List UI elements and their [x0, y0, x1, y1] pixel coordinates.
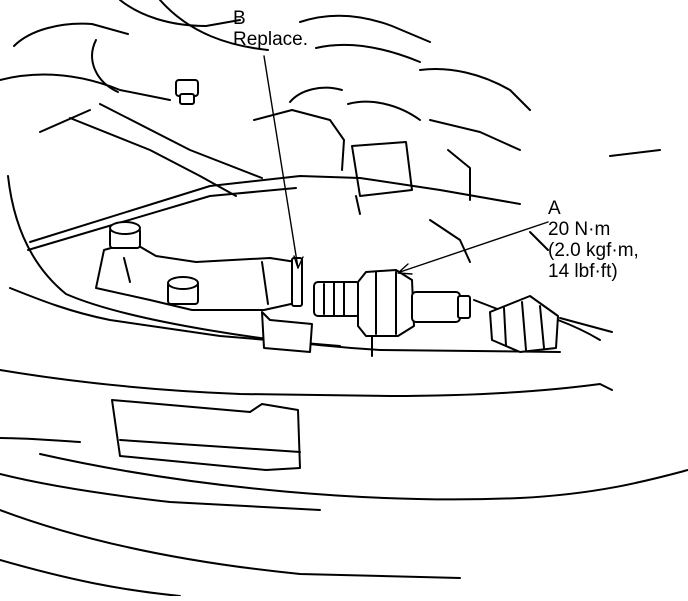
callout-b: B Replace.	[233, 8, 308, 50]
breather-tube	[175, 79, 199, 105]
callout-a-torque-nm: 20 N·m	[548, 219, 611, 240]
callout-b-letter: B	[233, 8, 246, 29]
callout-a-torque-kgf: (2.0 kgf·m,	[548, 240, 639, 261]
callout-a-letter: A	[548, 198, 561, 219]
engine-block-outline	[0, 0, 661, 201]
lower-subframe	[0, 369, 688, 597]
transmission-case-outline	[7, 175, 613, 353]
flange-bolt	[109, 221, 199, 305]
callout-leaders	[263, 55, 549, 275]
harness-connector	[489, 295, 601, 353]
callout-b-text: Replace.	[233, 29, 308, 50]
callout-a: A 20 N·m (2.0 kgf·m, 14 lbf·ft)	[548, 198, 639, 282]
pressure-switch	[313, 269, 471, 357]
mount-block	[261, 311, 313, 353]
callout-a-torque-lbf: 14 lbf·ft)	[548, 261, 618, 282]
connector-box	[351, 141, 413, 215]
